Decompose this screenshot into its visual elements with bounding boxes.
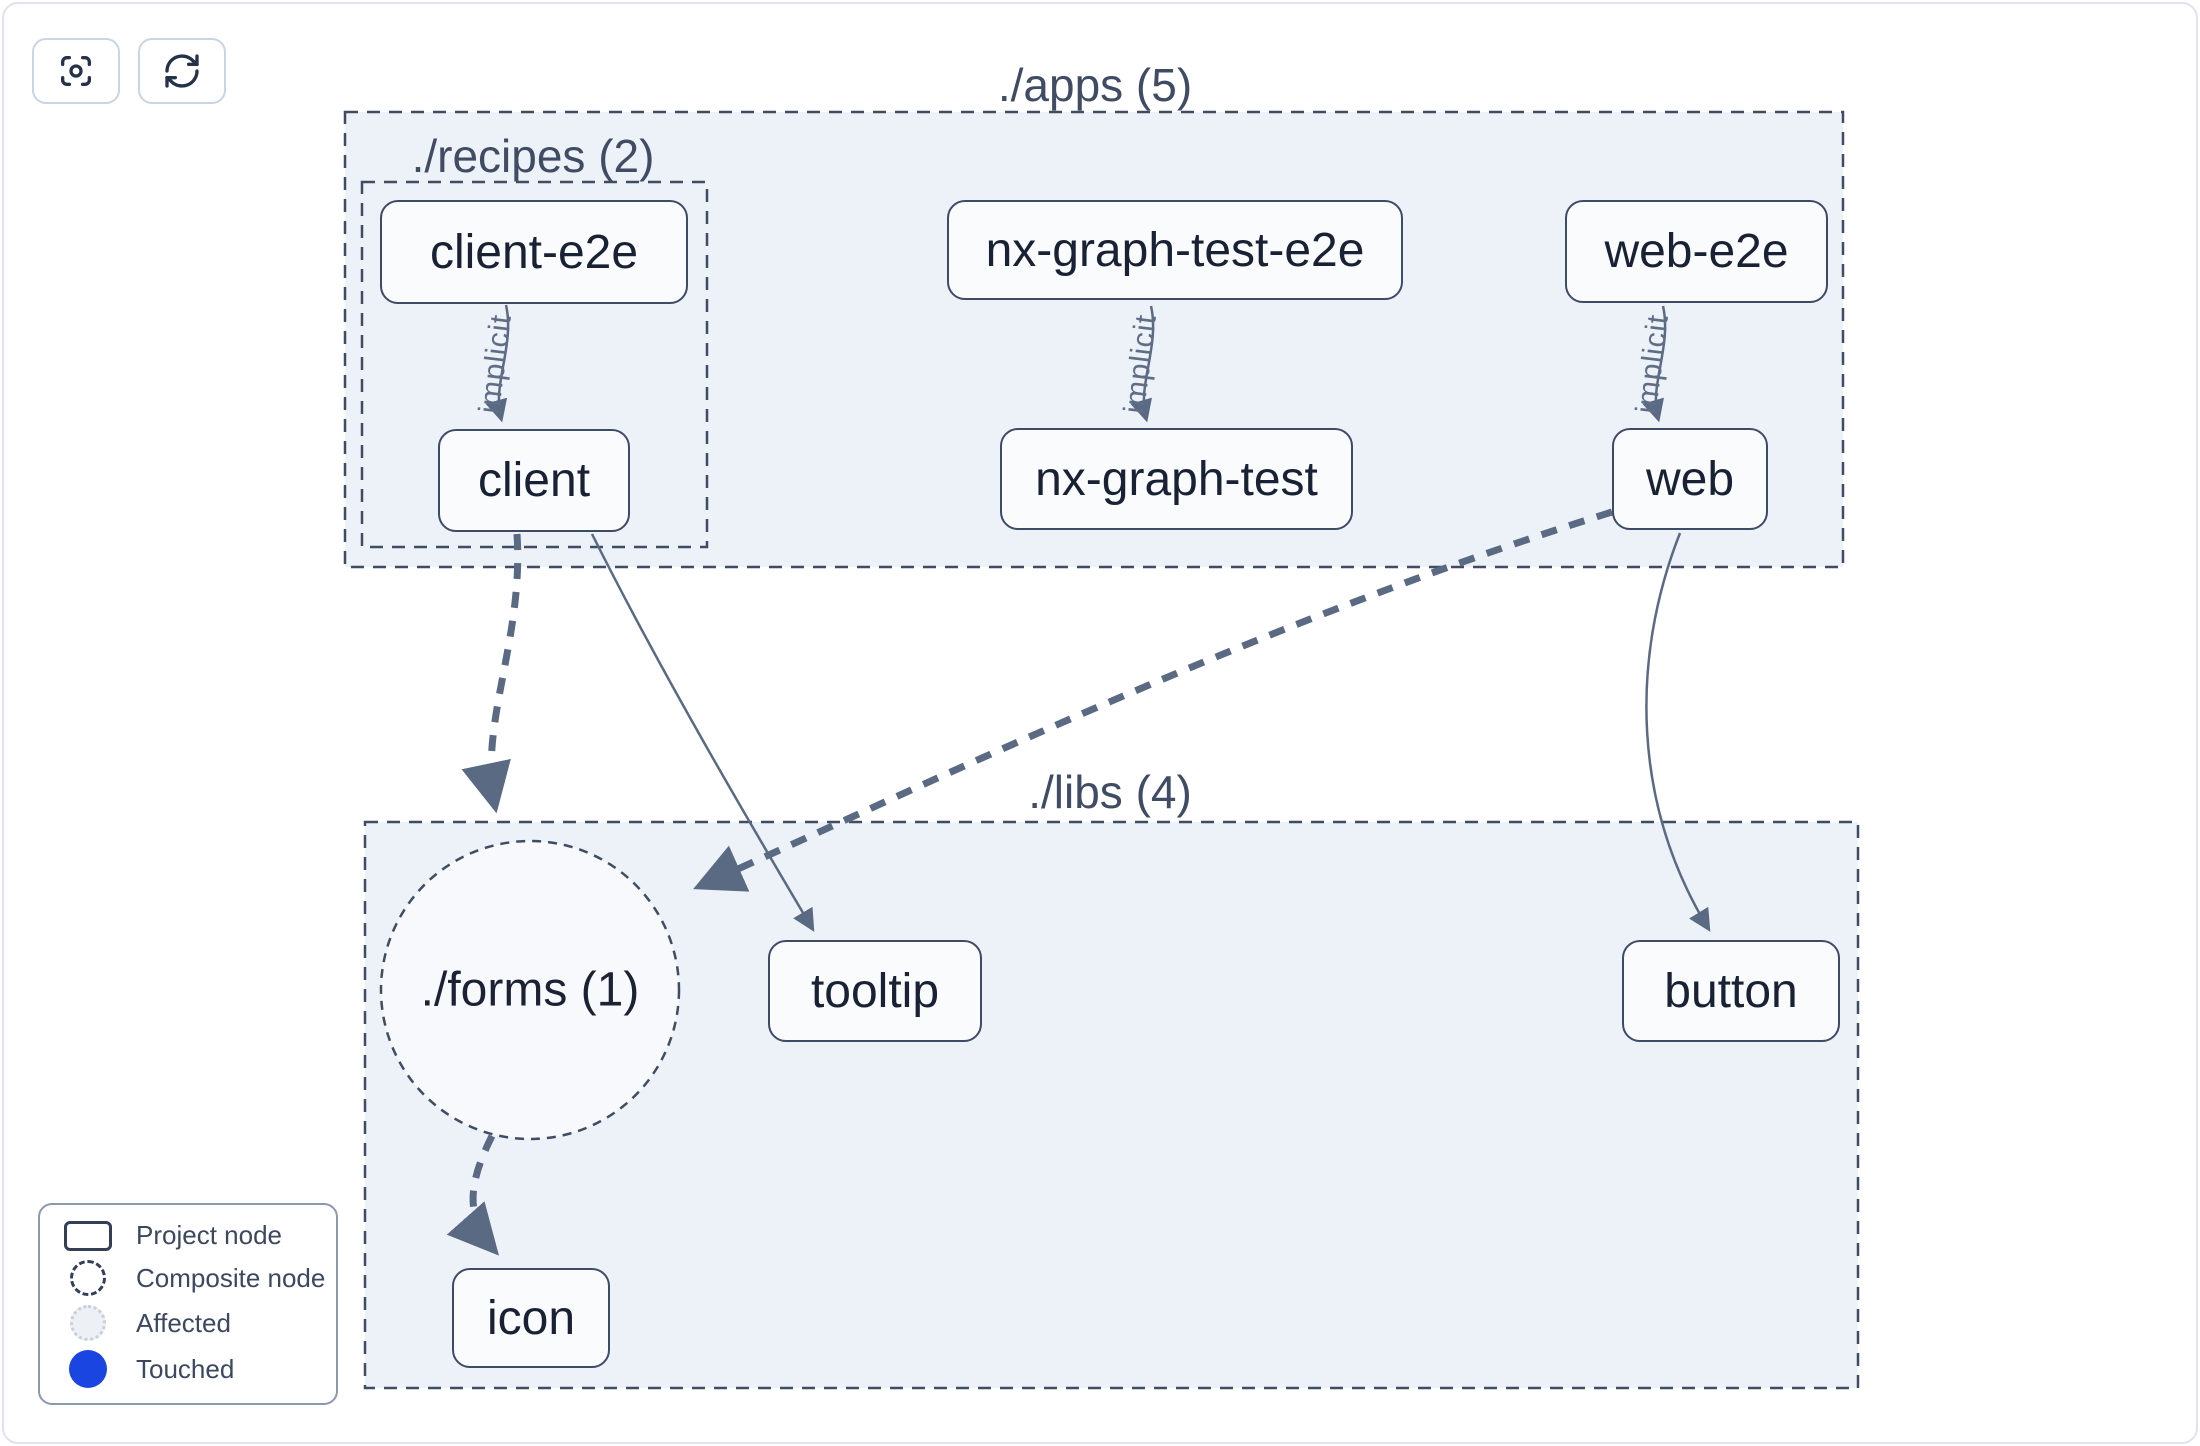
node-icon[interactable]: icon bbox=[452, 1268, 610, 1368]
edge-forms-to-icon[interactable] bbox=[446, 1134, 500, 1256]
node-web-e2e[interactable]: web-e2e bbox=[1565, 200, 1828, 303]
legend-item-project-node: Project node bbox=[40, 1220, 336, 1251]
focus-icon bbox=[61, 56, 92, 87]
node-nx-graph-test-e2e[interactable]: nx-graph-test-e2e bbox=[947, 200, 1403, 300]
legend-item-touched: Touched bbox=[40, 1350, 336, 1388]
edge-client-to-forms[interactable] bbox=[461, 533, 522, 814]
edge-client-e2e-to-client[interactable] bbox=[485, 304, 510, 423]
edge-nx-graph-test-e2e-to-nx-graph-test[interactable] bbox=[1130, 305, 1155, 423]
legend-item-composite-node: Composite node bbox=[40, 1260, 336, 1296]
toolbar bbox=[32, 38, 226, 104]
legend-label: Touched bbox=[136, 1353, 235, 1384]
node-tooltip[interactable]: tooltip bbox=[768, 940, 982, 1042]
affected-swatch-icon bbox=[70, 1305, 106, 1341]
container-label-apps[interactable]: ./apps (5) bbox=[997, 59, 1193, 111]
node-client[interactable]: client bbox=[438, 429, 630, 532]
edge-web-to-forms[interactable] bbox=[693, 508, 1614, 892]
container-recipes[interactable] bbox=[360, 180, 709, 549]
edge-web-e2e-to-web[interactable] bbox=[1642, 305, 1667, 423]
project-node-swatch-icon bbox=[64, 1220, 112, 1251]
legend-label: Project node bbox=[136, 1220, 282, 1250]
node-web[interactable]: web bbox=[1612, 428, 1768, 530]
node-button[interactable]: button bbox=[1622, 940, 1840, 1042]
container-label-libs[interactable]: ./libs (4) bbox=[1028, 766, 1192, 818]
container-label-recipes[interactable]: ./recipes (2) bbox=[411, 130, 655, 182]
focus-button[interactable] bbox=[32, 38, 120, 104]
legend-item-affected: Affected bbox=[40, 1305, 336, 1341]
touched-swatch-icon bbox=[69, 1350, 107, 1388]
edge-client-to-tooltip[interactable] bbox=[590, 533, 815, 932]
composite-node-label-forms[interactable]: ./forms (1) bbox=[420, 963, 640, 1017]
edge-web-to-button[interactable] bbox=[1645, 532, 1711, 932]
legend: Project node Composite node Affected Tou… bbox=[38, 1203, 338, 1405]
refresh-icon bbox=[165, 54, 199, 88]
refresh-button[interactable] bbox=[138, 38, 226, 104]
composite-node-forms[interactable] bbox=[379, 839, 681, 1141]
node-nx-graph-test[interactable]: nx-graph-test bbox=[1000, 428, 1353, 530]
legend-label: Composite node bbox=[136, 1262, 326, 1293]
legend-label: Affected bbox=[136, 1307, 231, 1338]
node-client-e2e[interactable]: client-e2e bbox=[380, 200, 688, 304]
composite-node-swatch-icon bbox=[70, 1260, 106, 1296]
